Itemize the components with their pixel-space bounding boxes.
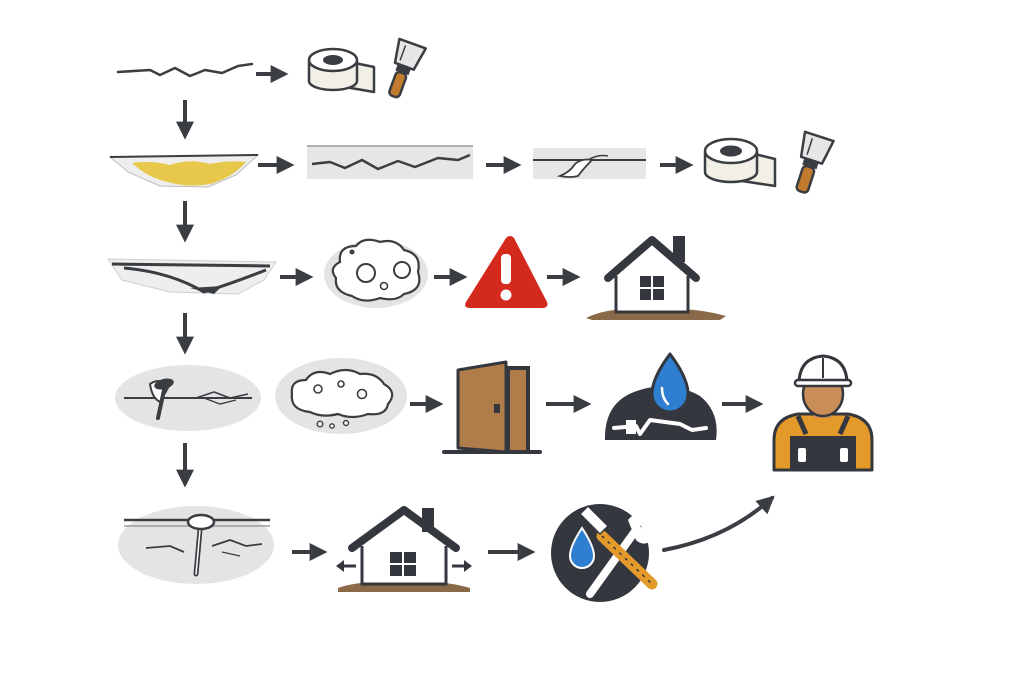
tape-roll-icon [307,47,376,94]
warning-icon [465,236,548,308]
door-icon [442,360,542,454]
curved-flow-arrow [662,495,775,552]
bubbling-plaster-icon [275,358,407,434]
bulging-plaster-icon [324,238,428,308]
house-icon [586,236,726,320]
putty-knife-icon [388,37,427,99]
water-leak-pipe-icon [604,352,717,440]
tape-roll-icon [703,137,777,188]
putty-knife-icon [795,130,835,194]
wide-crack-icon [307,145,473,179]
plumbing-repair-icon [551,504,658,602]
foundation-shift-house-icon [336,506,472,592]
nail-pop-icon [115,365,261,431]
contractor-icon [772,354,874,472]
hairline-crack-icon [116,62,254,78]
protruding-nail-icon [118,506,274,584]
adhesive-crack-icon [108,154,260,188]
sagging-crack-icon [107,258,277,295]
taped-crack-icon [533,148,646,179]
